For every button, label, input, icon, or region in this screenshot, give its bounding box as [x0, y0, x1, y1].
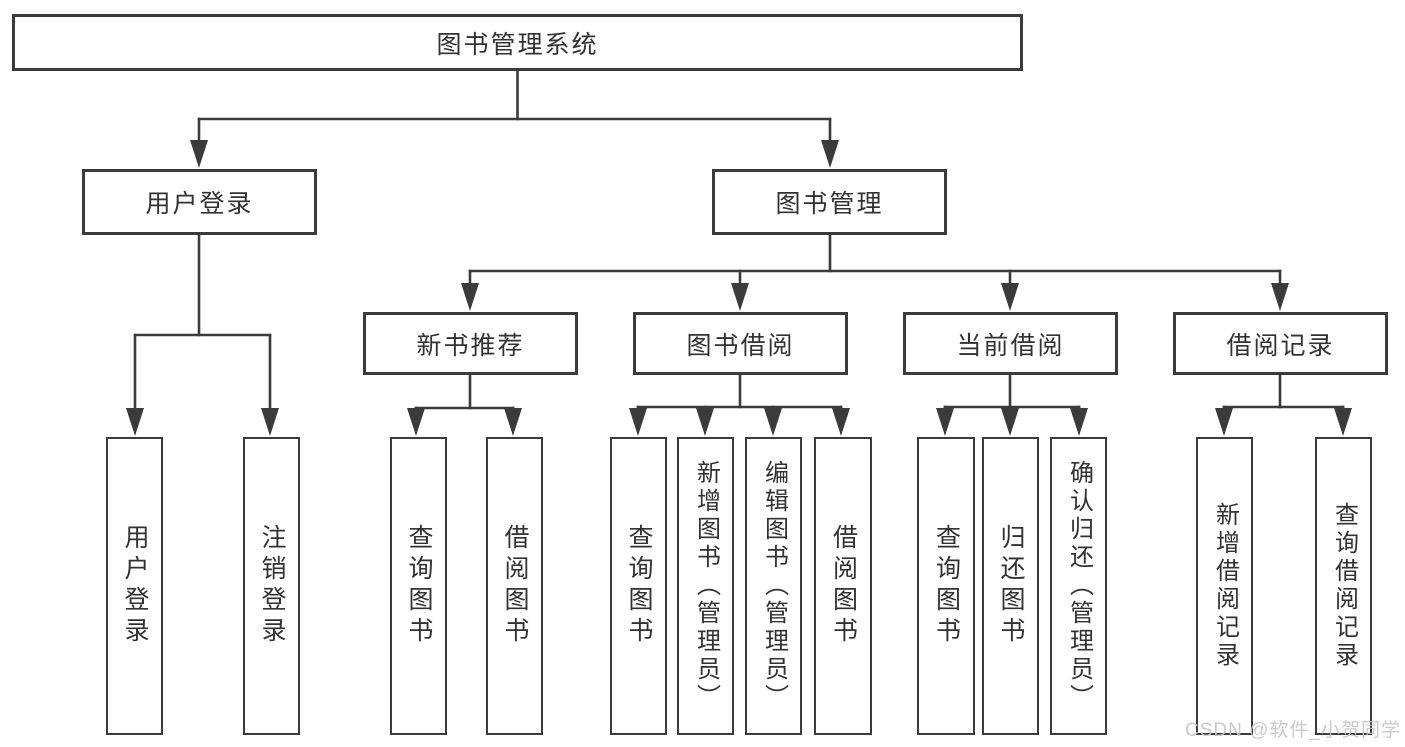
leaf-query-books-2: 查询图书	[610, 437, 667, 735]
leaf-query-books-1: 查询图书	[390, 437, 447, 735]
leaf-logout-login: 注销登录	[243, 437, 300, 735]
node-book-management: 图书管理	[712, 169, 947, 235]
node-new-book-recommend: 新书推荐	[363, 312, 578, 375]
leaf-query-borrow-record: 查询借阅记录	[1315, 437, 1372, 735]
node-book-borrowing: 图书借阅	[633, 312, 848, 375]
leaf-user-login: 用户登录	[106, 437, 163, 735]
node-user-login: 用户登录	[82, 169, 317, 235]
node-borrowing-records: 借阅记录	[1173, 312, 1388, 375]
watermark: CSDN @软件_小贺同学	[1185, 720, 1401, 741]
leaf-borrow-books-2: 借阅图书	[814, 437, 872, 735]
node-root: 图书管理系统	[12, 14, 1023, 71]
leaf-confirm-return-admin: 确认归还（管理员）	[1050, 437, 1107, 735]
leaf-borrow-books-1: 借阅图书	[486, 437, 543, 735]
leaf-add-borrow-record: 新增借阅记录	[1196, 437, 1253, 735]
leaf-add-books-admin: 新增图书（管理员）	[677, 437, 734, 735]
leaf-edit-books-admin: 编辑图书（管理员）	[745, 437, 802, 735]
leaf-query-books-3: 查询图书	[917, 437, 975, 735]
leaf-return-books: 归还图书	[982, 437, 1039, 735]
node-current-borrowing: 当前借阅	[903, 312, 1118, 375]
